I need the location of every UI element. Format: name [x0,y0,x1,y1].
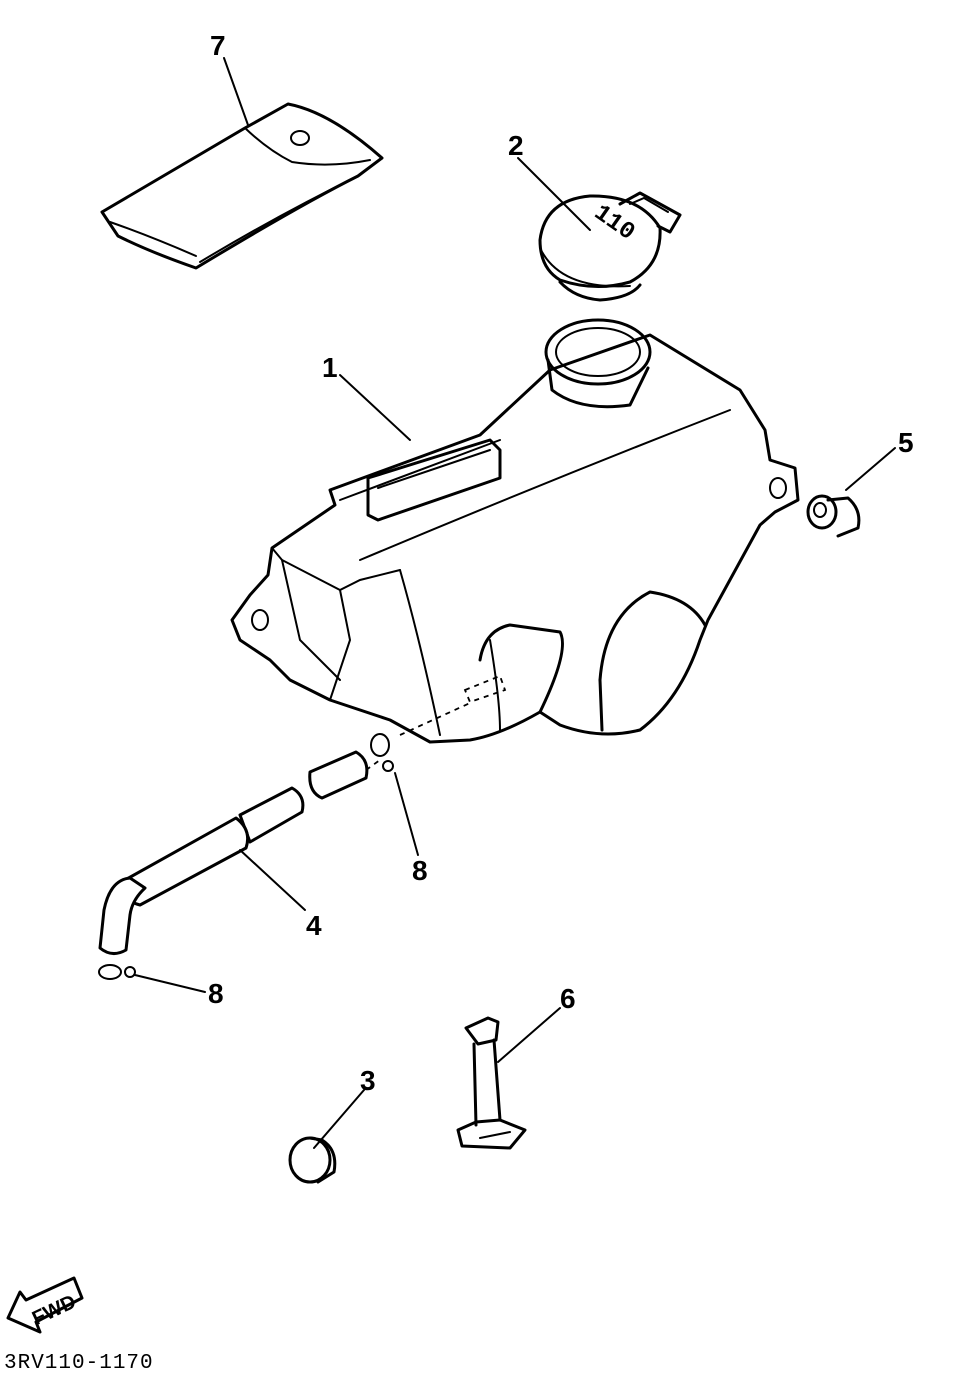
part-8-clip-upper [370,733,394,772]
part-6-strap [456,1016,527,1150]
part-3-plug [288,1136,337,1184]
part-7-pad [100,102,384,270]
leader-lines [134,57,896,1149]
callout-8-lower: 8 [208,978,224,1009]
callout-5: 5 [898,427,914,458]
callout-4: 4 [306,910,322,941]
part-5-grommet [806,494,861,538]
part-4-hose [98,750,381,955]
part-2-cap: 110 [538,191,682,302]
cap-stamp-text: 110 [589,200,640,247]
part-1-tank [230,318,800,744]
forward-direction-arrow: FWD [6,1276,84,1334]
callout-2: 2 [508,130,524,161]
callout-8-upper: 8 [412,855,428,886]
part-8-clip-lower [98,964,136,980]
callouts: 7 2 1 5 8 4 8 6 3 [208,30,914,1096]
callout-7: 7 [210,30,226,61]
diagram-code: 3RV110-1170 [4,1352,154,1375]
callout-6: 6 [560,983,576,1014]
callout-3: 3 [360,1065,376,1096]
callout-1: 1 [322,352,338,383]
